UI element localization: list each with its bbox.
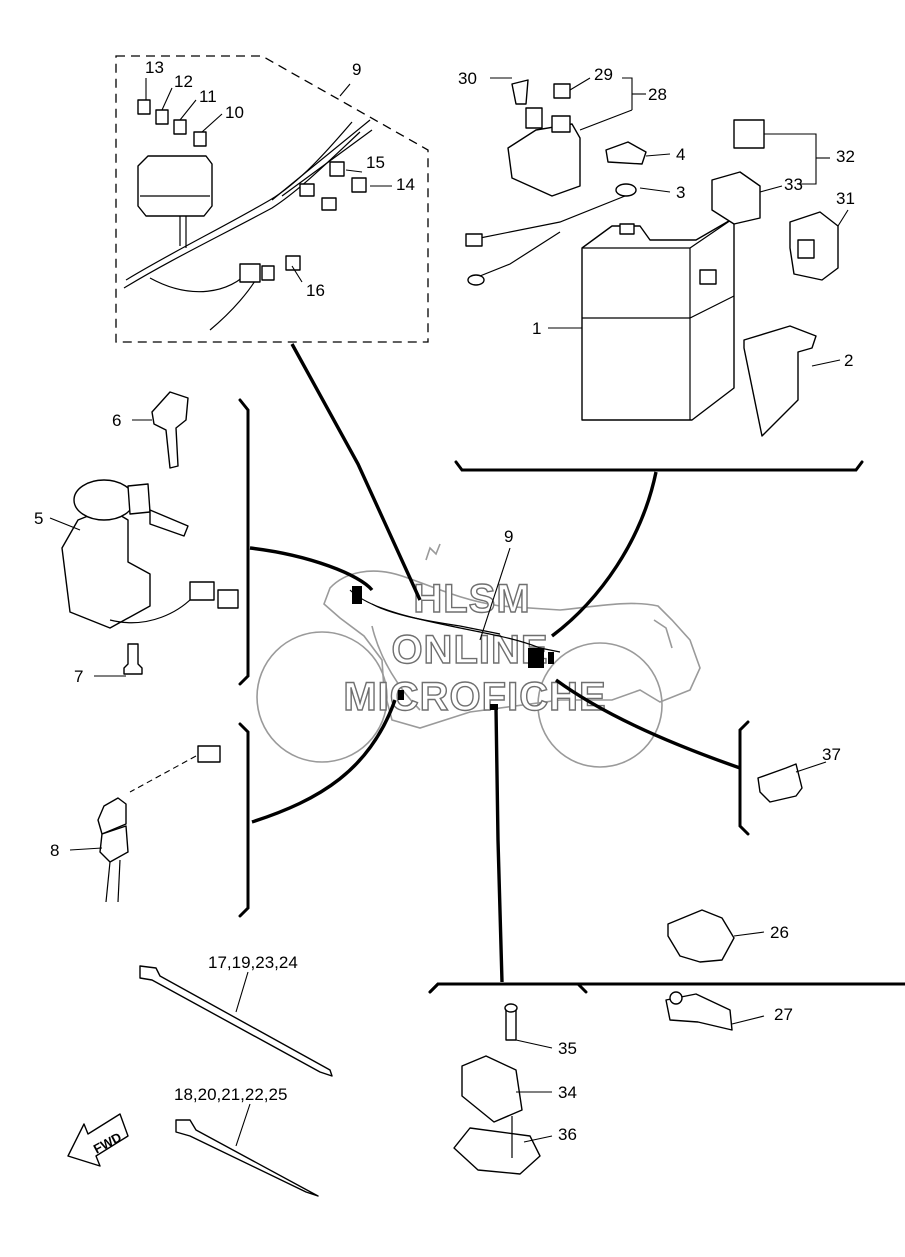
label-7: 7 — [74, 667, 83, 686]
cable-ties-group — [139, 965, 333, 1197]
label-13: 13 — [145, 58, 164, 77]
clips-group — [665, 909, 735, 1031]
label-12: 12 — [174, 72, 193, 91]
main-harness-route — [349, 586, 561, 710]
harness-group-box — [115, 55, 429, 343]
watermark-line-3: MICROFICHE — [343, 675, 606, 719]
label-31: 31 — [836, 189, 855, 208]
label-16: 16 — [306, 281, 325, 300]
label-9-bike: 9 — [504, 527, 513, 546]
motorcycle-silhouette — [256, 543, 701, 768]
label-36: 36 — [558, 1125, 577, 1144]
fwd-arrow-icon: FWD — [67, 1113, 129, 1167]
label-3: 3 — [676, 183, 685, 202]
ignition-switch-group — [61, 391, 239, 903]
watermark-line-2: ONLINE — [391, 628, 548, 672]
label-11: 11 — [199, 87, 217, 106]
label-10: 10 — [225, 103, 244, 122]
ignition-bracket — [238, 398, 250, 686]
label-33: 33 — [784, 175, 803, 194]
label-18-20-21-22-25: 18,20,21,22,25 — [174, 1085, 287, 1104]
sensor-group — [428, 982, 905, 1175]
label-15: 15 — [366, 153, 385, 172]
label-4: 4 — [676, 145, 685, 164]
label-28: 28 — [648, 85, 667, 104]
label-5: 5 — [34, 509, 43, 528]
label-30: 30 — [458, 69, 477, 88]
bracket-37-group — [738, 720, 803, 836]
label-34: 34 — [558, 1083, 577, 1102]
label-2: 2 — [844, 351, 853, 370]
battery-group-bracket — [454, 460, 864, 472]
label-17-19-23-24: 17,19,23,24 — [208, 953, 298, 972]
sender-bracket — [238, 722, 250, 918]
watermark-line-1: HLSM — [413, 577, 530, 621]
callout-connector-lines — [249, 343, 741, 983]
label-1: 1 — [532, 319, 541, 338]
part-labels: 13 12 11 10 9 15 14 16 30 29 28 4 3 32 3… — [34, 58, 855, 1144]
label-35: 35 — [558, 1039, 577, 1058]
leader-lines — [49, 77, 849, 1147]
battery-group — [465, 79, 839, 437]
label-6: 6 — [112, 411, 121, 430]
label-27: 27 — [774, 1005, 793, 1024]
label-29: 29 — [594, 65, 613, 84]
label-8: 8 — [50, 841, 59, 860]
label-26: 26 — [770, 923, 789, 942]
label-32: 32 — [836, 147, 855, 166]
label-37: 37 — [822, 745, 841, 764]
label-14: 14 — [396, 175, 415, 194]
label-9-harness: 9 — [352, 60, 361, 79]
